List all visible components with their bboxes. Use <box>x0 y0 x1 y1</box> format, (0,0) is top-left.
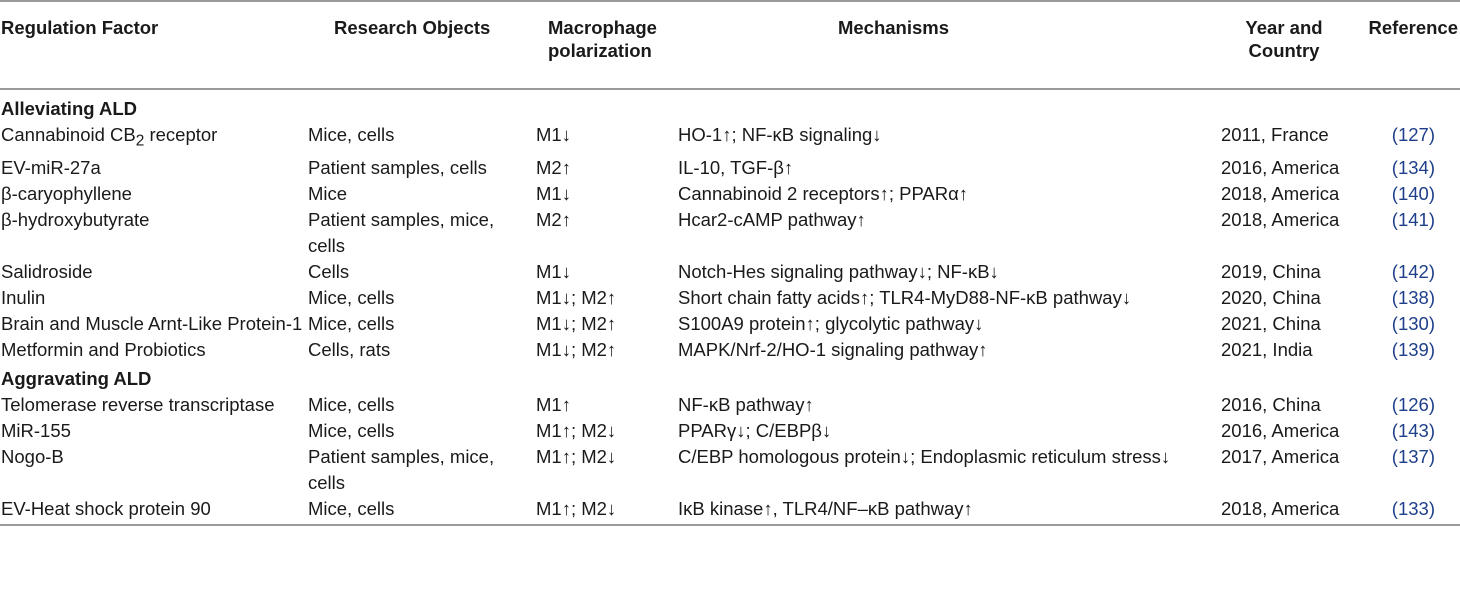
regulation-factor-table: Regulation Factor Research Objects Macro… <box>0 1 1460 525</box>
cell-research-objects: Mice, cells <box>308 393 395 415</box>
cell-regulation-factor: Nogo-B <box>1 445 64 467</box>
header-macrophage-polarization: Macrophage polarization <box>548 17 657 61</box>
cell-mechanisms: Cannabinoid 2 receptors↑; PPARα↑ <box>678 182 969 204</box>
cell-reference: (138) <box>1391 286 1435 308</box>
cell-macrophage-polarization: M1↑; M2↓ <box>536 445 617 467</box>
table-row: MiR-155 Mice, cells M1↑; M2↓ PPARγ↓; C/EBPβ… <box>0 418 1460 444</box>
cell-reference: (140) <box>1391 182 1435 204</box>
table-row: EV-Heat shock protein 90 Mice, cells M1↑; … <box>0 496 1460 525</box>
cell-reference: (139) <box>1391 338 1435 360</box>
table-row: Metformin and Probiotics Cells, rats M1↓; … <box>0 337 1460 363</box>
cell-reference: (137) <box>1391 445 1435 467</box>
cell-regulation-factor: MiR-155 <box>1 419 71 441</box>
cell-regulation-factor: β-hydroxybutyrate <box>1 208 150 230</box>
cell-macrophage-polarization: M1↓ <box>536 182 571 204</box>
cell-mechanisms: PPARγ↓; C/EBPβ↓ <box>678 419 832 441</box>
cell-research-objects: Mice, cells <box>308 124 395 145</box>
cell-macrophage-polarization: M1↓ <box>536 124 571 145</box>
table-header: Regulation Factor Research Objects Macro… <box>0 1 1460 89</box>
cell-macrophage-polarization: M1↑; M2↓ <box>536 497 617 519</box>
cell-year-country: 2016, China <box>1221 393 1321 415</box>
header-mechanisms: Mechanisms <box>837 17 950 38</box>
cell-mechanisms: MAPK/Nrf-2/HO-1 signaling pathway↑ <box>678 338 988 360</box>
table-row: Nogo-B Patient samples, mice, cells M1↑; M… <box>0 444 1460 496</box>
section-header-row: Aggravating ALD <box>0 363 1460 392</box>
cell-year-country: 2020, China <box>1221 286 1321 308</box>
cell-regulation-factor: Salidroside <box>1 260 93 282</box>
cell-mechanisms: NF-κB pathway↑ <box>678 393 814 415</box>
cell-research-objects: Patient samples, cells <box>308 156 487 178</box>
table-row: β-caryophyllene Mice M1↓ Cannabinoid 2 rece… <box>0 181 1460 207</box>
section-header-row: Alleviating ALD <box>0 89 1460 122</box>
cell-year-country: 2016, America <box>1221 419 1340 441</box>
cell-macrophage-polarization: M1↓ <box>536 260 571 282</box>
header-research-objects: Research Objects <box>334 17 491 38</box>
cell-mechanisms: C/EBP homologous protein↓; Endoplasmic r… <box>678 445 1171 467</box>
cell-reference: (142) <box>1391 260 1435 282</box>
cell-year-country: 2018, America <box>1221 182 1340 204</box>
cell-year-country: 2021, China <box>1221 312 1321 334</box>
cell-mechanisms: IκB kinase↑, TLR4/NF–κB pathway↑ <box>678 497 973 519</box>
cell-regulation-factor: Cannabinoid CB2 receptor <box>1 124 218 150</box>
cell-reference: (143) <box>1391 419 1435 441</box>
header-row: Regulation Factor Research Objects Macro… <box>0 1 1460 89</box>
table-row: Inulin Mice, cells M1↓; M2↑ Short chain fat… <box>0 285 1460 311</box>
cell-research-objects: Mice, cells <box>308 497 395 519</box>
cell-year-country: 2017, America <box>1221 445 1340 467</box>
cell-mechanisms: IL-10, TGF-β↑ <box>678 156 794 178</box>
cell-research-objects: Mice, cells <box>308 286 395 308</box>
cell-reference: (130) <box>1391 312 1435 334</box>
table-row: Telomerase reverse transcriptase Mice, ce… <box>0 392 1460 418</box>
cell-research-objects: Patient samples, mice, cells <box>308 208 495 256</box>
cell-reference: (134) <box>1391 156 1435 178</box>
cell-research-objects: Cells, rats <box>308 338 391 360</box>
cell-mechanisms: Notch-Hes signaling pathway↓; NF-κB↓ <box>678 260 999 282</box>
cell-mechanisms: Short chain fatty acids↑; TLR4-MyD88-NF-… <box>678 286 1132 308</box>
cell-reference: (127) <box>1391 124 1435 145</box>
section-title: Alleviating ALD <box>1 98 138 119</box>
cell-regulation-factor: EV-miR-27a <box>1 156 101 178</box>
cell-research-objects: Mice, cells <box>308 312 395 334</box>
cell-year-country: 2021, India <box>1221 338 1313 360</box>
cell-macrophage-polarization: M1↑ <box>536 393 571 415</box>
cell-regulation-factor: Inulin <box>1 286 46 308</box>
cell-regulation-factor: Brain and Muscle Arnt-Like Protein-1 <box>1 312 303 334</box>
section-title: Aggravating ALD <box>1 367 152 389</box>
cell-macrophage-polarization: M1↓; M2↑ <box>536 286 617 308</box>
cell-reference: (126) <box>1391 393 1435 415</box>
header-reference: Reference <box>1368 17 1458 38</box>
cell-year-country: 2018, America <box>1221 208 1340 230</box>
cell-year-country: 2019, China <box>1221 260 1321 282</box>
cell-reference: (133) <box>1391 497 1435 519</box>
table-row: EV-miR-27a Patient samples, cells M2↑ IL-10… <box>0 155 1460 181</box>
cell-mechanisms: HO-1↑; NF-κB signaling↓ <box>678 124 882 145</box>
table-row: Cannabinoid CB2 receptor Mice, cells M1↓ HO… <box>0 122 1460 155</box>
cell-reference: (141) <box>1391 208 1435 230</box>
cell-macrophage-polarization: M2↑ <box>536 156 571 178</box>
cell-regulation-factor: EV-Heat shock protein 90 <box>1 497 211 519</box>
cell-year-country: 2016, America <box>1221 156 1340 178</box>
cell-year-country: 2011, France <box>1221 124 1329 145</box>
cell-research-objects: Patient samples, mice, cells <box>308 445 495 493</box>
cell-macrophage-polarization: M1↑; M2↓ <box>536 419 617 441</box>
header-year-country: Year and Country <box>1245 17 1323 61</box>
table-row: β-hydroxybutyrate Patient samples, mice, … <box>0 207 1460 259</box>
cell-year-country: 2018, America <box>1221 497 1340 519</box>
cell-macrophage-polarization: M2↑ <box>536 208 571 230</box>
cell-mechanisms: S100A9 protein↑; glycolytic pathway↓ <box>678 312 984 334</box>
header-regulation-factor: Regulation Factor <box>1 17 159 38</box>
cell-research-objects: Cells <box>308 260 350 282</box>
cell-macrophage-polarization: M1↓; M2↑ <box>536 312 617 334</box>
cell-regulation-factor: β-caryophyllene <box>1 182 132 204</box>
cell-macrophage-polarization: M1↓; M2↑ <box>536 338 617 360</box>
cell-research-objects: Mice <box>308 182 348 204</box>
cell-mechanisms: Hcar2-cAMP pathway↑ <box>678 208 866 230</box>
cell-research-objects: Mice, cells <box>308 419 395 441</box>
cell-regulation-factor: Metformin and Probiotics <box>1 338 206 360</box>
table-row: Salidroside Cells M1↓ Notch-Hes signaling p… <box>0 259 1460 285</box>
cell-regulation-factor: Telomerase reverse transcriptase <box>1 393 275 415</box>
